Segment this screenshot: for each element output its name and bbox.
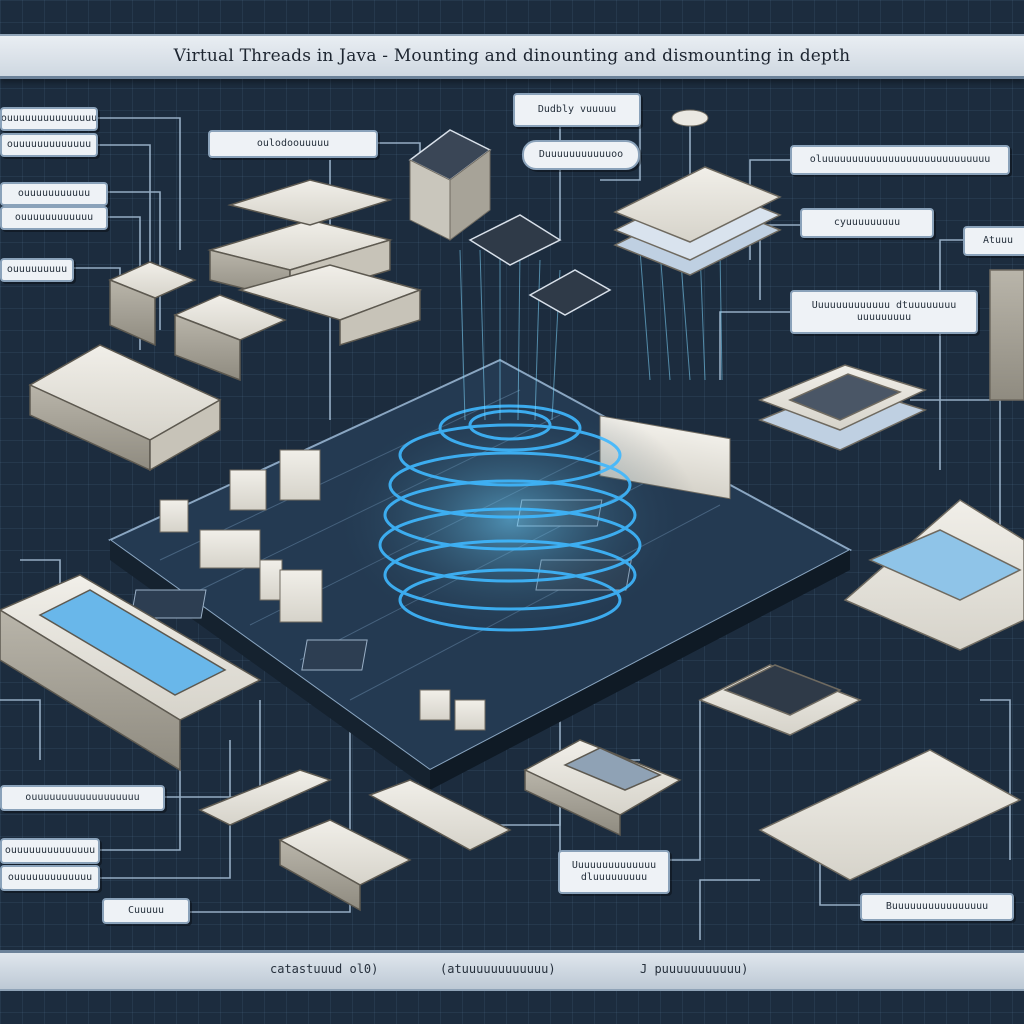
- label-scheduler: ouuuuuuuuuuu: [0, 182, 108, 206]
- label-blocking-queue: Buuuuuuuuuuuuuuuu: [860, 893, 1014, 921]
- label-unparking-detail: Uuuuuuuuuuuuu dtuuuuuuuu uuuuuuuuu: [790, 290, 978, 334]
- label-park-detail: Uuuuuuuuuuuuuu dluuuuuuuuu: [558, 850, 670, 894]
- cpu-stack: [408, 109, 709, 316]
- footer-bar: catastuuud ol0) (atuuuuuuuuuuuu) J puuuu…: [0, 950, 1024, 991]
- memory-plate-stack: [613, 166, 1024, 881]
- label-blocking-io: ouuuuuuuuuuuuuuuuuu: [0, 785, 165, 811]
- label-dudbly: Dudbly vuuuuu: [513, 93, 641, 127]
- label-continuation: ouuuuuuuuuuuu: [0, 206, 108, 230]
- label-stack: ouuuuuuuuu: [0, 258, 74, 282]
- footer-middle-caption: (atuuuuuuuuuuuu): [440, 962, 556, 976]
- virtual-thread-coil: [320, 249, 723, 650]
- left-devices: [0, 179, 682, 912]
- label-carrier: Cuuuuu: [102, 898, 190, 924]
- label-mount: Duuuuuuuuuuuoo: [522, 140, 640, 170]
- footer-left-caption: catastuuud ol0): [270, 962, 379, 976]
- label-unparking: ouuuuuuuuuuuuu: [0, 865, 100, 891]
- label-heap: oulodoouuuuu: [208, 130, 378, 158]
- diagram-title: Virtual Threads in Java - Mounting and d…: [173, 46, 851, 66]
- label-carrier-thread: ouuuuuuuuuuuuu: [0, 133, 98, 157]
- label-thread-pool: ouuuuuuuuuuuuuuu: [0, 107, 98, 131]
- footer-right-caption: J puuuuuuuuuuu): [640, 962, 749, 976]
- label-atomic: Atuuu: [963, 226, 1024, 256]
- label-parking: ouuuuuuuuuuuuuu: [0, 838, 100, 864]
- title-banner: Virtual Threads in Java - Mounting and d…: [0, 34, 1024, 79]
- label-unmount-detail: oluuuuuuuuuuuuuuuuuuuuuuuuuuuu: [790, 145, 1010, 175]
- label-yield: cyuuuuuuuuu: [800, 208, 934, 238]
